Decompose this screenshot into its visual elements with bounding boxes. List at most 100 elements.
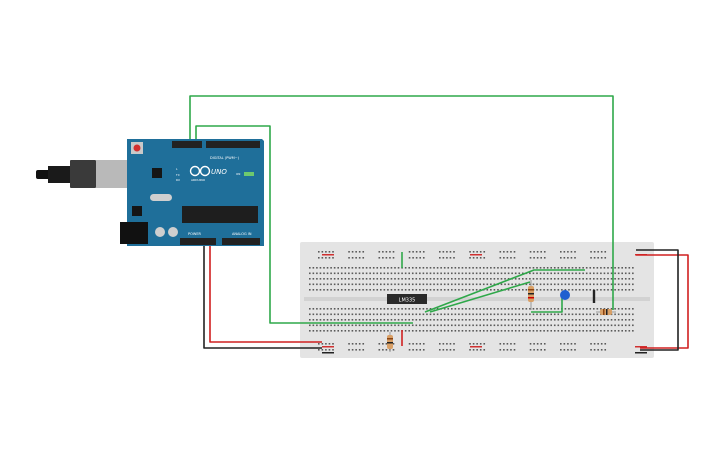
breadboard-hole: [511, 308, 513, 310]
breadboard-hole: [582, 308, 584, 310]
breadboard-hole: [454, 324, 457, 327]
breadboard-hole: [472, 313, 474, 316]
breadboard-hole: [426, 308, 428, 310]
breadboard-hole: [479, 267, 481, 269]
breadboard-hole: [461, 308, 464, 310]
breadboard-hole: [482, 313, 485, 316]
power-jack[interactable]: [120, 222, 148, 244]
breadboard-hole: [476, 343, 478, 345]
resistor-bottom[interactable]: [387, 332, 393, 352]
breadboard-hole: [419, 257, 421, 259]
breadboard-hole: [493, 278, 496, 280]
breadboard-hole: [429, 267, 432, 269]
breadboard-hole: [468, 308, 471, 310]
breadboard-hole: [574, 343, 576, 345]
breadboard-hole: [408, 324, 410, 327]
breadboard-hole: [497, 319, 499, 321]
breadboard-hole: [469, 257, 471, 259]
breadboard-hole: [561, 278, 563, 280]
breadboard-hole: [394, 313, 396, 316]
breadboard-hole: [389, 257, 391, 259]
breadboard-hole: [318, 257, 320, 259]
resistor-vertical[interactable]: [528, 280, 534, 310]
breadboard-hole: [372, 308, 375, 310]
breadboard-hole: [383, 319, 386, 321]
breadboard-hole: [507, 330, 510, 332]
breadboard-hole: [513, 343, 516, 345]
breadboard-hole: [504, 278, 506, 280]
breadboard-hole: [319, 324, 322, 327]
breadboard-hole: [415, 257, 418, 259]
breadboard-hole: [490, 272, 492, 275]
breadboard-hole: [628, 324, 631, 327]
breadboard-hole: [385, 251, 388, 253]
breadboard-hole: [397, 319, 400, 321]
breadboard-hole: [536, 313, 538, 316]
breadboard-hole: [468, 283, 471, 286]
breadboard-hole: [621, 289, 623, 291]
breadboard-hole: [514, 319, 517, 321]
breadboard-hole: [596, 272, 599, 275]
breadboard-hole: [539, 324, 542, 327]
breadboard-hole: [503, 343, 505, 345]
breadboard-hole: [333, 319, 336, 321]
capacitor-blue[interactable]: [560, 290, 570, 300]
breadboard-hole: [328, 343, 331, 345]
breadboard-hole: [369, 308, 371, 310]
breadboard-hole: [570, 257, 573, 259]
breadboard-hole: [564, 313, 567, 316]
arduino-uno-board[interactable]: DIGITAL (PWM~) POWER ANALOG IN L TX RX O…: [120, 139, 264, 246]
breadboard-hole: [603, 283, 606, 286]
breadboard-hole: [408, 272, 410, 275]
breadboard-hole: [600, 257, 603, 259]
breadboard-hole: [404, 319, 407, 321]
breadboard-hole: [461, 289, 464, 291]
breadboard-hole: [453, 257, 455, 259]
breadboard-hole: [607, 308, 609, 310]
breadboard-hole: [504, 267, 506, 269]
breadboard-hole: [563, 343, 566, 345]
breadboard-hole: [525, 283, 528, 286]
breadboard-hole: [621, 313, 623, 316]
breadboard-hole: [582, 324, 584, 327]
breadboard-hole: [561, 267, 563, 269]
breadboard-hole: [358, 313, 361, 316]
breadboard-hole: [479, 283, 481, 286]
breadboard-hole: [590, 251, 592, 253]
breadboard-hole: [539, 319, 542, 321]
breadboard-hole: [607, 272, 609, 275]
resistor-horizontal[interactable]: [596, 309, 616, 315]
breadboard-hole: [557, 324, 560, 327]
breadboard-hole: [401, 313, 403, 316]
breadboard-hole: [472, 272, 474, 275]
breadboard-hole: [443, 313, 446, 316]
breadboard-hole: [536, 308, 538, 310]
breadboard-hole: [469, 343, 471, 345]
breadboard-hole: [436, 330, 439, 332]
breadboard-hole: [451, 308, 453, 310]
breadboard-hole: [617, 308, 620, 310]
breadboard-hole: [380, 289, 382, 291]
breadboard[interactable]: [300, 242, 654, 358]
breadboard-hole: [333, 278, 336, 280]
usb-cable[interactable]: [36, 160, 136, 188]
breadboard-hole: [596, 283, 599, 286]
reset-button-cap: [133, 144, 141, 152]
breadboard-hole: [348, 278, 350, 280]
breadboard-hole: [348, 283, 350, 286]
breadboard-hole: [333, 330, 336, 332]
breadboard-hole: [312, 272, 315, 275]
breadboard-hole: [582, 330, 584, 332]
chip-lm335[interactable]: LM335: [387, 294, 427, 304]
breadboard-hole: [504, 319, 506, 321]
breadboard-hole: [387, 278, 389, 280]
breadboard-hole: [621, 319, 623, 321]
breadboard-hole: [550, 319, 552, 321]
breadboard-hole: [429, 313, 432, 316]
breadboard-hole: [415, 272, 418, 275]
breadboard-hole: [419, 308, 421, 310]
breadboard-hole: [323, 319, 325, 321]
breadboard-hole: [497, 272, 499, 275]
breadboard-hole: [497, 330, 499, 332]
breadboard-hole: [365, 272, 368, 275]
